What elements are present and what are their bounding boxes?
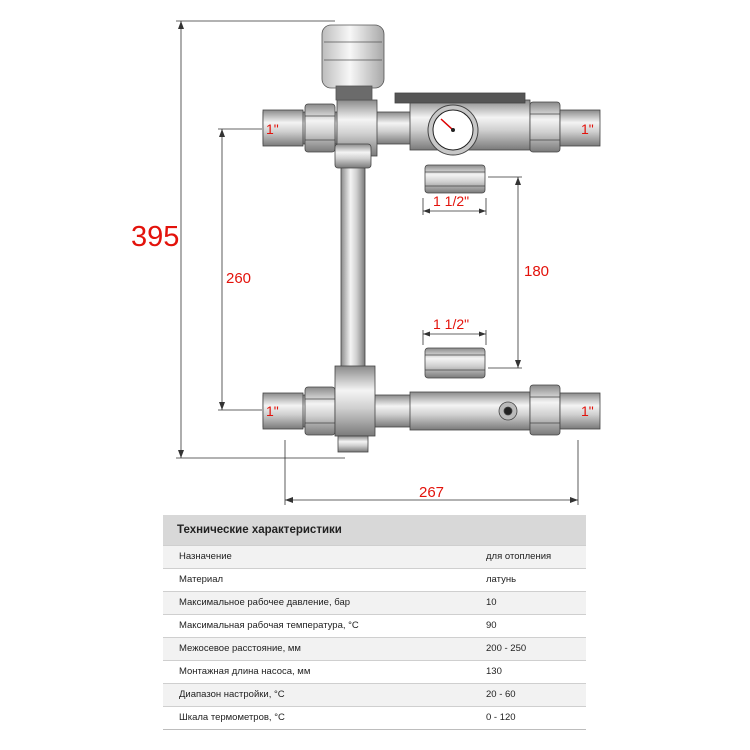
dim-port-top-left: 1": [266, 121, 279, 137]
dimension-arrows: [178, 21, 578, 503]
pump-group-drawing: 395 260 180 267 1" 1" 1" 1" 1 1/2" 1 1/2…: [131, 20, 601, 505]
dim-flange-top: 1 1/2": [433, 193, 469, 209]
table-row: Максимальное рабочее давление, бар 10: [163, 590, 586, 614]
dim-total-height: 395: [131, 221, 179, 253]
row-value: латунь: [476, 567, 586, 591]
dimension-lines: [176, 20, 579, 505]
table-row: Максимальная рабочая температура, °С 90: [163, 613, 586, 637]
row-value: 20 - 60: [476, 682, 586, 706]
row-value: 200 - 250: [476, 636, 586, 660]
dim-width: 267: [419, 484, 444, 501]
row-value: для отопления: [476, 544, 586, 568]
row-label: Материал: [163, 567, 476, 591]
dim-port-bottom-right: 1": [581, 403, 594, 419]
table-row: Диапазон настройки, °С 20 - 60: [163, 682, 586, 706]
row-value: 0 - 120: [476, 705, 586, 730]
row-value: 130: [476, 659, 586, 683]
thermostatic-head: [321, 24, 385, 101]
table-row: Монтажная длина насоса, мм 130: [163, 659, 586, 683]
top-assembly: [262, 92, 601, 194]
table-row: Материал латунь: [163, 567, 586, 591]
dim-port-bottom-left: 1": [266, 403, 279, 419]
row-label: Максимальная рабочая температура, °С: [163, 613, 476, 637]
table-row: Назначение для отопления: [163, 544, 586, 568]
specs-title: Технические характеристики: [177, 523, 342, 536]
dim-left-vertical: 260: [226, 270, 251, 287]
row-label: Диапазон настройки, °С: [163, 682, 476, 706]
row-label: Назначение: [163, 544, 476, 568]
specs-header: Технические характеристики: [163, 515, 586, 545]
row-value: 10: [476, 590, 586, 614]
dim-port-top-right: 1": [581, 121, 594, 137]
row-value: 90: [476, 613, 586, 637]
row-label: Шкала термометров, °С: [163, 705, 476, 730]
bottom-assembly: [262, 347, 601, 453]
table-row: Межосевое расстояние, мм 200 - 250: [163, 636, 586, 660]
row-label: Максимальное рабочее давление, бар: [163, 590, 476, 614]
table-row: Шкала термометров, °С 0 - 120: [163, 705, 586, 730]
row-label: Монтажная длина насоса, мм: [163, 659, 476, 683]
vertical-pipe: [340, 159, 366, 376]
specs-table: Технические характеристики Назначение дл…: [163, 515, 586, 730]
row-label: Межосевое расстояние, мм: [163, 636, 476, 660]
dim-right-vertical: 180: [524, 263, 549, 280]
thermometer-icon: [427, 104, 479, 156]
dim-flange-bottom: 1 1/2": [433, 316, 469, 332]
